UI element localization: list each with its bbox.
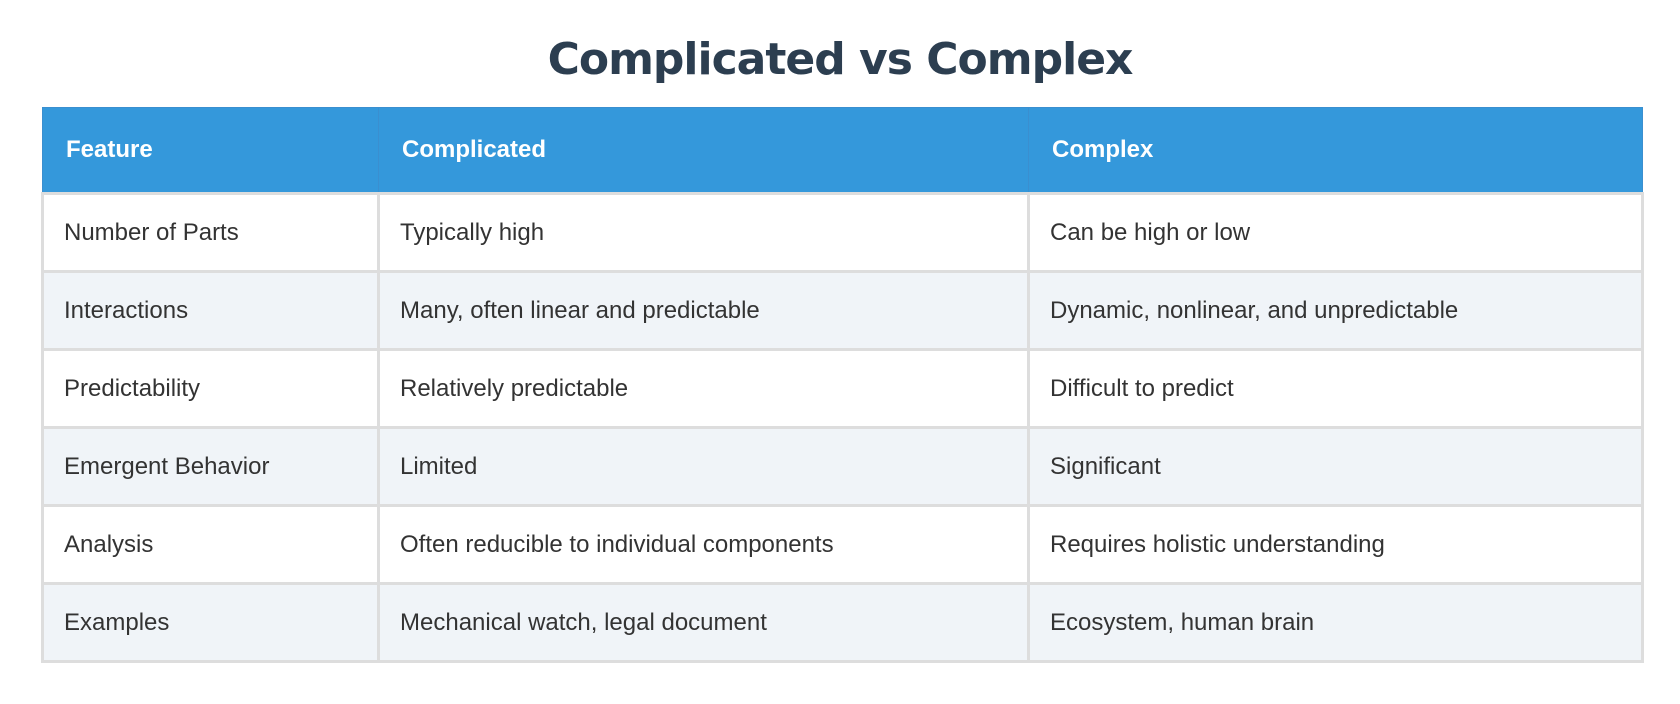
cell-feature: Predictability <box>41 348 380 429</box>
comparison-table-container: Feature Complicated Complex Number of Pa… <box>41 107 1644 663</box>
cell-complex: Requires holistic understanding <box>1027 504 1644 585</box>
header-feature: Feature <box>42 107 379 194</box>
cell-feature: Emergent Behavior <box>41 426 380 507</box>
table-row: Examples Mechanical watch, legal documen… <box>41 582 1644 663</box>
table-row: Interactions Many, often linear and pred… <box>41 270 1644 351</box>
table-row: Predictability Relatively predictable Di… <box>41 348 1644 429</box>
cell-complicated: Limited <box>377 426 1030 507</box>
page-title: Complicated vs Complex <box>547 34 1134 85</box>
cell-complicated: Mechanical watch, legal document <box>377 582 1030 663</box>
cell-complex: Significant <box>1027 426 1644 507</box>
table-row: Number of Parts Typically high Can be hi… <box>41 192 1644 273</box>
cell-complex: Ecosystem, human brain <box>1027 582 1644 663</box>
header-complex: Complex <box>1028 107 1643 194</box>
cell-feature: Analysis <box>41 504 380 585</box>
table-row: Emergent Behavior Limited Significant <box>41 426 1644 507</box>
cell-complicated: Relatively predictable <box>377 348 1030 429</box>
cell-complex: Dynamic, nonlinear, and unpredictable <box>1027 270 1644 351</box>
cell-feature: Interactions <box>41 270 380 351</box>
header-complicated: Complicated <box>378 107 1029 194</box>
cell-complicated: Often reducible to individual components <box>377 504 1030 585</box>
cell-complex: Difficult to predict <box>1027 348 1644 429</box>
cell-complex: Can be high or low <box>1027 192 1644 273</box>
cell-feature: Number of Parts <box>41 192 380 273</box>
comparison-table: Feature Complicated Complex Number of Pa… <box>41 107 1644 663</box>
cell-feature: Examples <box>41 582 380 663</box>
table-body: Number of Parts Typically high Can be hi… <box>41 192 1644 663</box>
table-row: Analysis Often reducible to individual c… <box>41 504 1644 585</box>
header-row: Feature Complicated Complex <box>42 107 1643 194</box>
cell-complicated: Typically high <box>377 192 1030 273</box>
table-header: Feature Complicated Complex <box>42 107 1643 194</box>
cell-complicated: Many, often linear and predictable <box>377 270 1030 351</box>
